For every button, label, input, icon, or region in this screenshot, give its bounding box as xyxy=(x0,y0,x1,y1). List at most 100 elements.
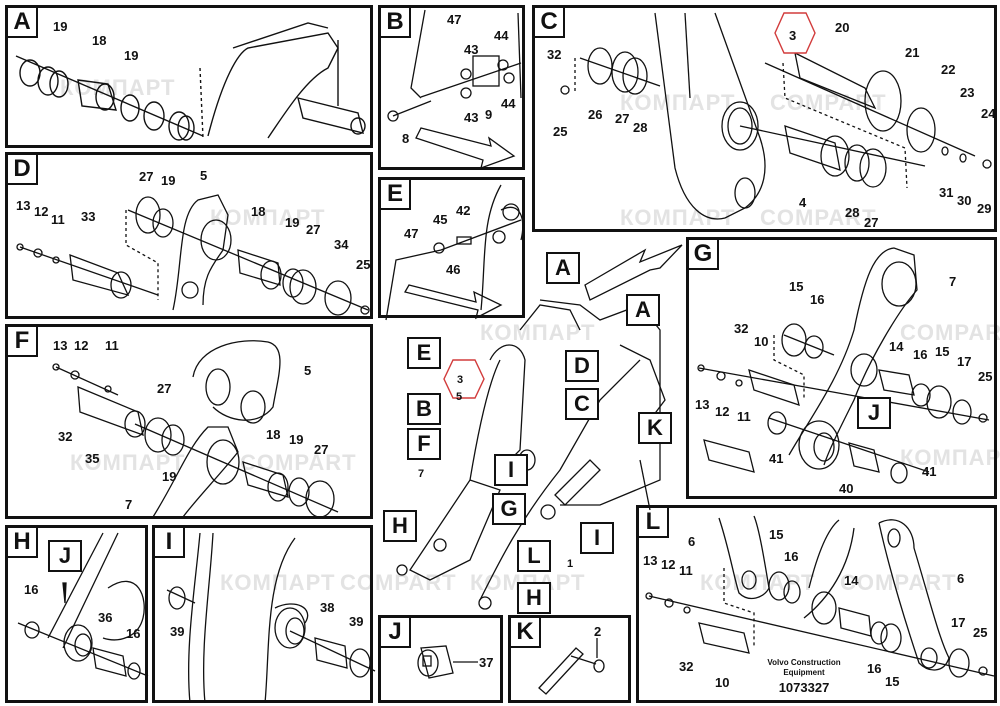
callout-number: 5 xyxy=(304,363,312,378)
panel-i: I 39 38 39 xyxy=(152,525,376,704)
callout-number: 37 xyxy=(479,655,494,670)
callout-number: 24 xyxy=(981,106,996,121)
callout-number: 12 xyxy=(34,204,49,219)
callout-number: 27 xyxy=(306,222,321,237)
panel-label: C xyxy=(535,8,565,38)
callout-number: 43 xyxy=(464,110,479,125)
assembly-drawing xyxy=(560,12,992,220)
callout-number: 31 xyxy=(939,185,954,200)
callout-number: 26 xyxy=(588,107,603,122)
callout-number: 4 xyxy=(799,195,807,210)
callout-number: 44 xyxy=(501,96,516,111)
view-ref-box-i: I xyxy=(494,454,528,486)
callout-number: 5 xyxy=(456,391,463,403)
callout-number: 3 xyxy=(789,28,797,43)
callout-number: 16 xyxy=(867,661,882,676)
callout-number: 19 xyxy=(285,215,300,230)
callout-number: 28 xyxy=(845,205,860,220)
callout-number: 5 xyxy=(200,168,208,183)
callout-number: 17 xyxy=(957,354,972,369)
panel-label: H xyxy=(8,528,38,558)
callout-number: 40 xyxy=(839,481,854,496)
callout-number: 41 xyxy=(769,451,784,466)
callout-number: 15 xyxy=(935,344,950,359)
view-ref-box-f: F xyxy=(407,428,441,460)
callout-number: 34 xyxy=(334,237,349,252)
company-name: Volvo Construction Equipment xyxy=(759,658,849,678)
view-ref-box-e: E xyxy=(407,337,441,369)
callout-number: 46 xyxy=(446,262,461,277)
callout-number: 12 xyxy=(661,557,676,572)
drawing-number: 1073327 xyxy=(778,680,830,695)
view-ref-box-h: H xyxy=(517,582,551,614)
callout-number: 13 xyxy=(695,397,710,412)
callout-number: 11 xyxy=(737,409,751,424)
callout-number: 15 xyxy=(769,527,784,542)
callout-number: 42 xyxy=(456,203,471,218)
view-ref-box-a: A xyxy=(546,252,580,284)
callout-number: 13 xyxy=(643,553,658,568)
callout-number: 15 xyxy=(789,279,804,294)
callout-number: 25 xyxy=(356,257,371,272)
callout-number: 43 xyxy=(464,42,479,57)
callout-number: 1 xyxy=(567,558,574,570)
callout-number: 47 xyxy=(404,226,419,241)
callout-number: 11 xyxy=(679,563,693,578)
panel-label: E xyxy=(381,180,411,210)
callout-number: 25 xyxy=(553,124,568,139)
panel-d: D 13 12 11 33 27 19 5 18 19 27 xyxy=(5,152,373,319)
callout-number: 17 xyxy=(951,615,966,630)
callout-number: 7 xyxy=(418,468,425,480)
assembly-drawing xyxy=(15,22,366,141)
callout-number: 32 xyxy=(547,47,562,62)
panel-label: L xyxy=(639,508,669,538)
panel-label: F xyxy=(8,327,38,357)
view-ref-box-k: K xyxy=(638,412,672,444)
view-ref-box-g: G xyxy=(492,493,526,525)
callout-number: 39 xyxy=(349,614,364,629)
callout-number: 29 xyxy=(977,201,992,216)
view-ref-box-l: L xyxy=(517,540,551,572)
callout-number: 19 xyxy=(124,48,139,63)
hex-callout: 3 xyxy=(457,374,464,386)
assembly-drawing xyxy=(17,532,149,680)
callout-number: 11 xyxy=(105,338,119,353)
company-line-2: Equipment xyxy=(783,668,825,677)
view-ref-box-h: H xyxy=(383,510,417,542)
callout-number: 38 xyxy=(320,600,335,615)
callout-number: 22 xyxy=(941,62,956,77)
callout-number: 16 xyxy=(24,582,39,597)
callout-number: 8 xyxy=(402,131,410,146)
hexagon-marker xyxy=(774,12,816,54)
callout-number: 27 xyxy=(314,442,329,457)
callout-number: 19 xyxy=(162,469,177,484)
callout-number: 7 xyxy=(949,274,957,289)
panel-label: I xyxy=(155,528,185,558)
callout-number: 27 xyxy=(139,169,154,184)
callout-number: 13 xyxy=(16,198,31,213)
callout-number: 35 xyxy=(85,451,100,466)
callout-number: 36 xyxy=(98,610,113,625)
callout-number: 7 xyxy=(125,497,133,512)
callout-number: 39 xyxy=(170,624,185,639)
callout-number: 16 xyxy=(913,347,928,362)
callout-number: 9 xyxy=(485,107,493,122)
assembly-drawing xyxy=(697,247,990,484)
callout-number: 33 xyxy=(81,209,96,224)
callout-number: 19 xyxy=(53,19,68,34)
callout-number: 15 xyxy=(885,674,900,689)
callout-number: 47 xyxy=(447,12,462,27)
hexagon-marker xyxy=(443,359,485,399)
assembly-drawing xyxy=(538,638,605,695)
callout-number: 30 xyxy=(957,193,972,208)
callout-number: 6 xyxy=(688,534,696,549)
callout-number: 14 xyxy=(844,573,859,588)
callout-number: 21 xyxy=(905,45,920,60)
callout-number: 20 xyxy=(835,20,850,35)
panel-e: E 47 45 42 46 xyxy=(378,177,525,321)
callout-number: 32 xyxy=(734,321,749,336)
callout-number: 45 xyxy=(433,212,448,227)
panel-label: D xyxy=(8,155,38,185)
callout-number: 19 xyxy=(161,173,176,188)
callout-number: 16 xyxy=(126,626,141,641)
